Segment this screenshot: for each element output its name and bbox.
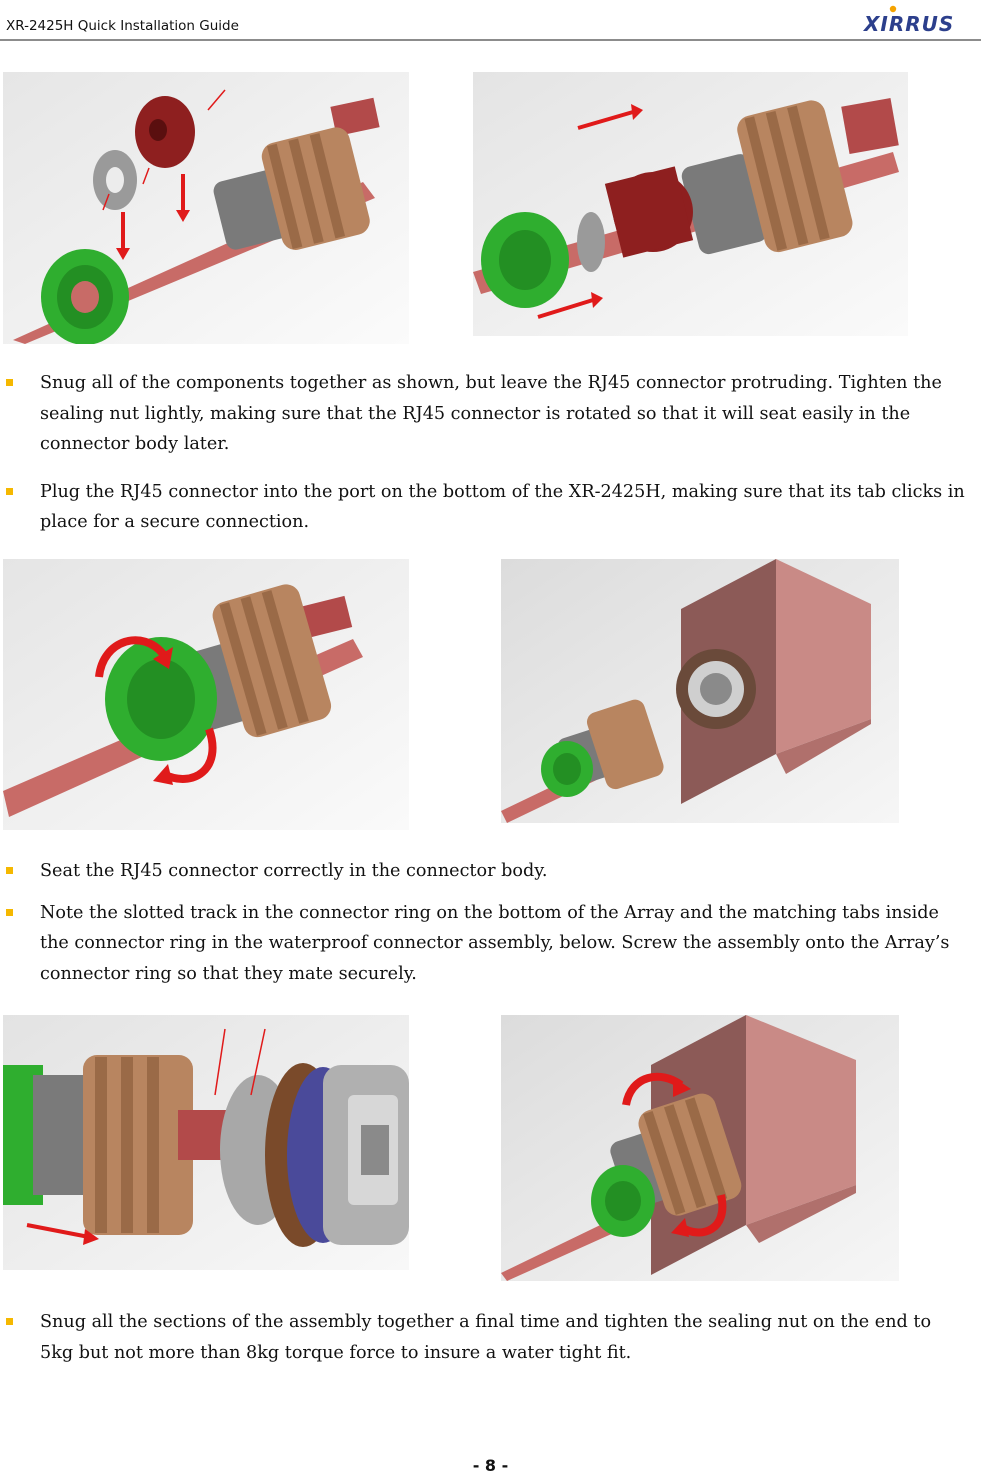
list-item: Plug the RJ45 connector into the port on… [0,477,981,538]
figure-tighten-nut [3,559,409,830]
bullet-text: Seat the RJ45 connector correctly in the… [40,861,548,881]
document-title: XR-2425H Quick Installation Guide [6,18,239,34]
bullet-icon [6,867,13,874]
list-item: Note the slotted track in the connector … [0,898,981,990]
list-item: Snug all the sections of the assembly to… [0,1307,981,1368]
page-header: XR-2425H Quick Installation Guide XIRRUS [0,0,981,42]
figure-components-in-line [473,72,908,336]
list-item: Snug all of the components together as s… [0,368,981,460]
header-rule [0,39,981,41]
bullet-text: Plug the RJ45 connector into the port on… [40,481,965,533]
bullet-text: Note the slotted track in the connector … [40,902,950,984]
list-item: Seat the RJ45 connector correctly in the… [0,856,981,887]
bullet-icon [6,908,13,916]
bullet-icon [6,1318,13,1325]
figure-exploded-components [3,72,409,344]
instruction-list-3: Snug all the sections of the assembly to… [0,1307,981,1368]
bullet-icon [6,487,13,495]
page-number: - 8 - [472,1456,509,1475]
svg-text:XIRRUS: XIRRUS [862,12,954,36]
figure-screw-onto-array [501,1015,899,1281]
bullet-text: Snug all of the components together as s… [40,373,942,454]
instruction-list-2: Seat the RJ45 connector correctly in the… [0,856,981,989]
bullet-icon [6,379,13,386]
instruction-list-1: Snug all of the components together as s… [0,368,981,538]
figure-connector-ring-closeup [3,1015,409,1270]
xirrus-logo: XIRRUS [862,5,954,36]
bullet-text: Snug all the sections of the assembly to… [40,1312,932,1363]
figure-connector-bracket [501,559,899,823]
